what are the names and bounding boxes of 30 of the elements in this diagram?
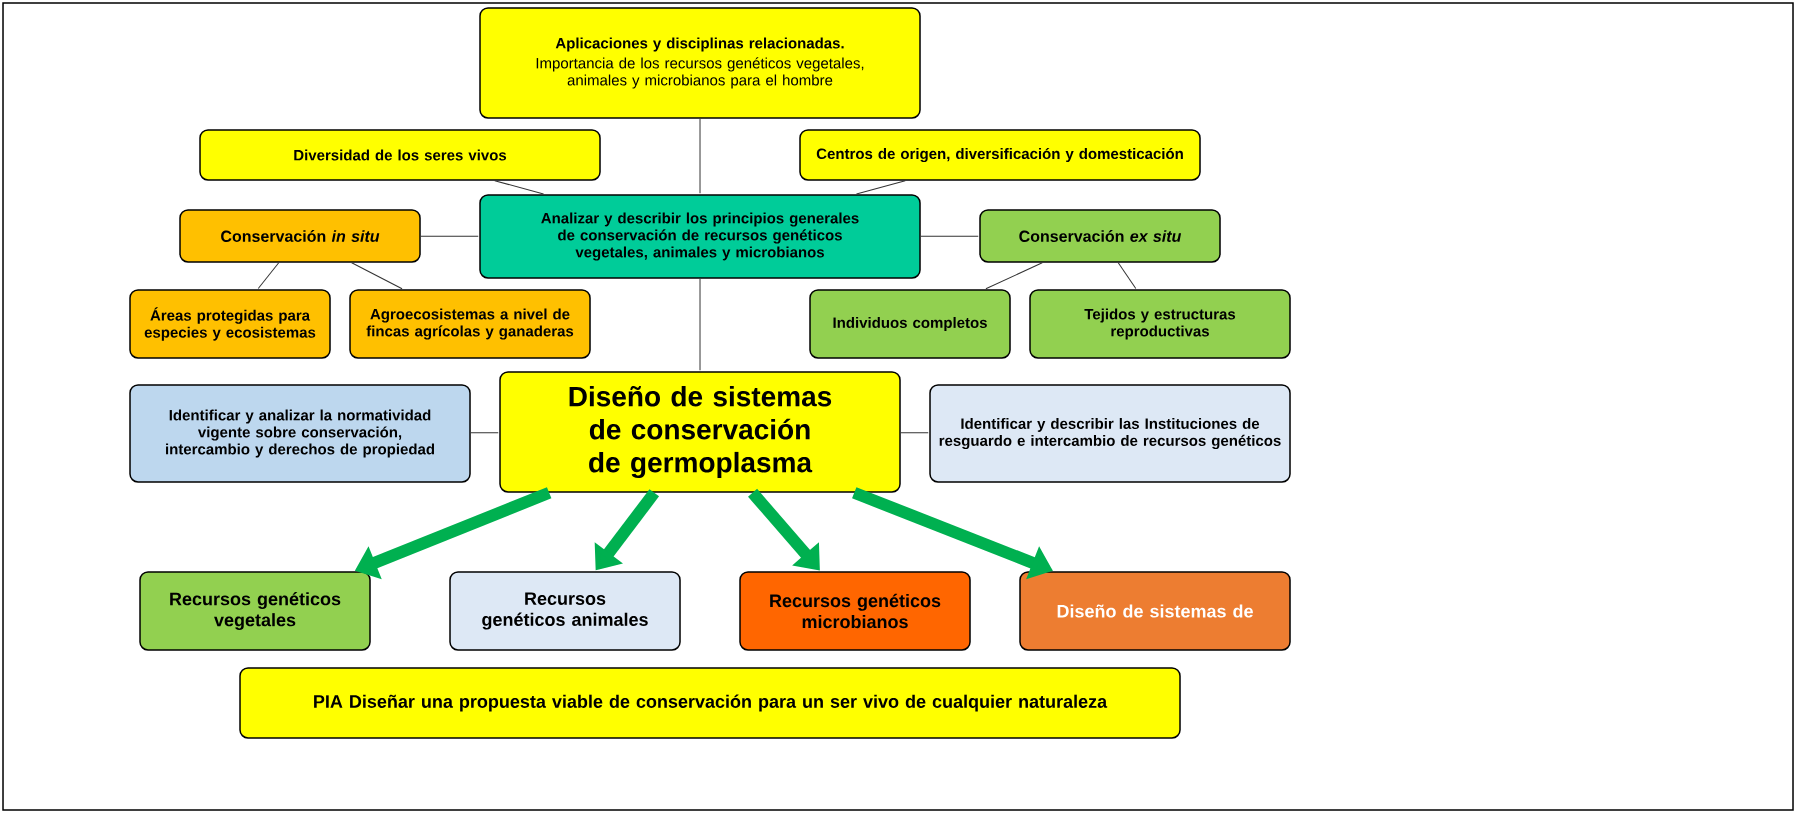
connector-line <box>699 278 701 371</box>
concept-box: Tejidos y estructuras reproductivas <box>1029 289 1291 359</box>
connector-line <box>1117 262 1137 289</box>
concept-box: Individuos completos <box>809 289 1011 359</box>
concept-box: Centros de origen, diversificación y domesticación <box>799 129 1201 181</box>
resource-box: Recursos genéticos animales <box>449 571 681 651</box>
connector-line <box>900 432 929 434</box>
concept-box: Diversidad de los seres vivos <box>199 129 601 181</box>
resource-box: Diseño de sistemas de <box>1019 571 1291 651</box>
concept-box: Agroecosistemas a nivel de fincas agrícolas y ganaderas <box>349 289 591 359</box>
connector-line <box>494 180 545 195</box>
objective-box: Identificar y analizar la normatividad vigente sobre conservación, intercambio y derechos de propiedad <box>129 384 471 483</box>
connector-line <box>920 235 979 237</box>
connector-line <box>985 262 1043 290</box>
concept-box: Aplicaciones y disciplinas relacionadas. Importancia de los recursos genéticos vegetales, animales y microbianos para el hombre <box>479 7 921 119</box>
connector-line <box>470 432 499 434</box>
objective-box: Analizar y describir los principios generales de conservación de recursos genéticos vegetales, animales y microbianos <box>479 194 921 279</box>
project-box: PIA Diseñar una propuesta viable de conservación para un ser vivo de cualquier naturaleza <box>239 667 1181 739</box>
connector-line <box>855 180 906 195</box>
resource-box: Recursos genéticos vegetales <box>139 571 371 651</box>
concept-box: Conservación in situ <box>179 209 421 263</box>
concept-box: Áreas protegidas para especies y ecosistemas <box>129 289 331 359</box>
connector-line <box>420 235 479 237</box>
concept-box: Conservación ex situ <box>979 209 1221 263</box>
connector-line <box>699 118 701 194</box>
resource-box: Recursos genéticos microbianos <box>739 571 971 651</box>
central-box: Diseño de sistemas de conservación de germoplasma <box>499 371 901 493</box>
connector-line <box>257 262 280 289</box>
connector-line <box>351 262 403 290</box>
objective-box: Identificar y describir las Instituciones de resguardo e intercambio de recursos genéticos <box>929 384 1291 483</box>
